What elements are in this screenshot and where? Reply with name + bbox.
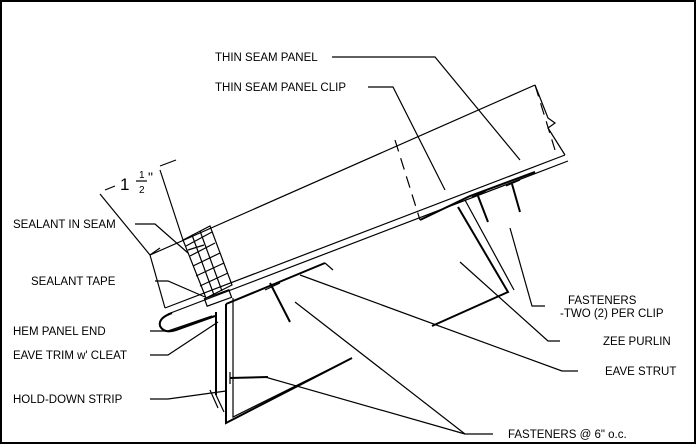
fastener-screws (229, 179, 521, 384)
dimension-numerator: 1 (139, 170, 145, 181)
label-hold-down-strip: HOLD-DOWN STRIP (13, 394, 123, 406)
dimension-whole: 1 (120, 175, 129, 194)
label-eave-trim-cleat: EAVE TRIM w' CLEAT (13, 350, 127, 362)
eave-trim-cleat (209, 312, 225, 413)
leader-lines (135, 56, 578, 435)
dimension-denominator: 2 (139, 185, 145, 196)
label-thin-seam-panel-clip: THIN SEAM PANEL CLIP (215, 82, 346, 94)
sealant-in-seam (182, 225, 233, 299)
hem-panel-end (158, 312, 216, 333)
label-sealant-in-seam: SEALANT IN SEAM (13, 219, 116, 231)
label-zee-purlin: ZEE PURLIN (603, 336, 671, 348)
label-fasteners: FASTENERS (568, 295, 637, 307)
label-eave-strut: EAVE STRUT (605, 366, 676, 378)
label-hem-panel-end: HEM PANEL END (13, 326, 106, 338)
sealant-tape (203, 289, 233, 307)
label-fasteners-two-per-clip: -TWO (2) PER CLIP (560, 308, 664, 320)
label-thin-seam-panel: THIN SEAM PANEL (215, 52, 318, 64)
zee-purlin (431, 199, 515, 327)
dimension-one-and-half: 1 1 2 " (99, 159, 184, 256)
dimension-unit: " (148, 169, 153, 185)
label-sealant-tape: SEALANT TAPE (31, 276, 116, 288)
thin-seam-panel-clip (419, 171, 536, 221)
label-fasteners-6oc: FASTENERS @ 6" o.c. (508, 429, 627, 441)
eave-strut (225, 262, 353, 425)
